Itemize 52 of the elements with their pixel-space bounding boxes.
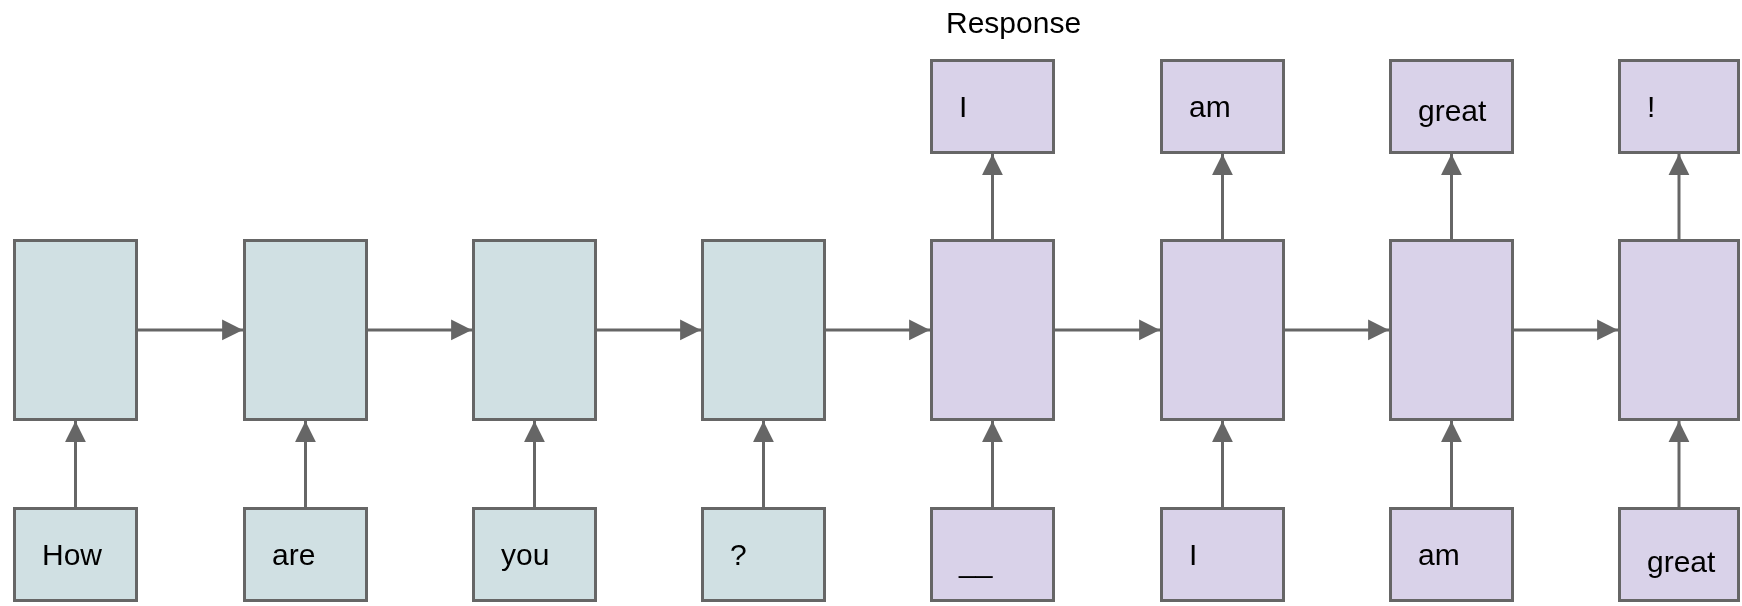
token-box — [930, 59, 1055, 154]
token-box — [1389, 507, 1514, 602]
token-box — [1618, 59, 1740, 154]
arrow — [1668, 154, 1690, 239]
arrow — [1212, 421, 1233, 507]
token-text: ? — [730, 537, 747, 572]
cell-box — [472, 239, 597, 421]
token-box — [472, 507, 597, 602]
arrow — [65, 421, 86, 507]
token-text: am — [1189, 89, 1231, 124]
arrow — [138, 319, 243, 341]
token-box — [1618, 507, 1740, 602]
arrow — [1668, 421, 1690, 507]
cell-box — [1389, 239, 1514, 421]
heading-label: Response — [946, 6, 1082, 40]
arrow — [1285, 319, 1389, 341]
token-text: I — [1189, 537, 1198, 572]
arrow — [1212, 154, 1233, 239]
arrow — [1441, 154, 1462, 239]
token-text: I — [959, 89, 968, 124]
cell-box — [13, 239, 138, 421]
token-text: __ — [959, 544, 993, 579]
cell-box — [701, 239, 826, 421]
arrow — [524, 421, 545, 507]
token-box — [1389, 59, 1514, 154]
arrow — [982, 421, 1003, 507]
token-text: are — [272, 537, 316, 572]
arrow — [295, 421, 316, 507]
token-box — [930, 507, 1055, 602]
token-box — [1160, 59, 1285, 154]
arrow — [1514, 319, 1618, 341]
cell-box — [930, 239, 1055, 421]
arrow — [753, 421, 774, 507]
arrow — [368, 319, 472, 341]
cell-box — [1160, 239, 1285, 421]
arrow — [826, 319, 930, 341]
token-box — [701, 507, 826, 602]
token-text: great — [1418, 93, 1487, 128]
token-box — [243, 507, 368, 602]
arrow — [982, 154, 1003, 239]
arrow — [1441, 421, 1462, 507]
token-box — [1160, 507, 1285, 602]
cell-box — [1618, 239, 1740, 421]
token-text: How — [42, 537, 102, 572]
arrow — [597, 319, 701, 341]
token-text: you — [501, 537, 550, 572]
token-text: ! — [1647, 89, 1656, 124]
token-text: great — [1647, 544, 1716, 579]
cell-box — [243, 239, 368, 421]
token-text: am — [1418, 537, 1460, 572]
arrow — [1055, 319, 1160, 341]
token-box — [13, 507, 138, 602]
